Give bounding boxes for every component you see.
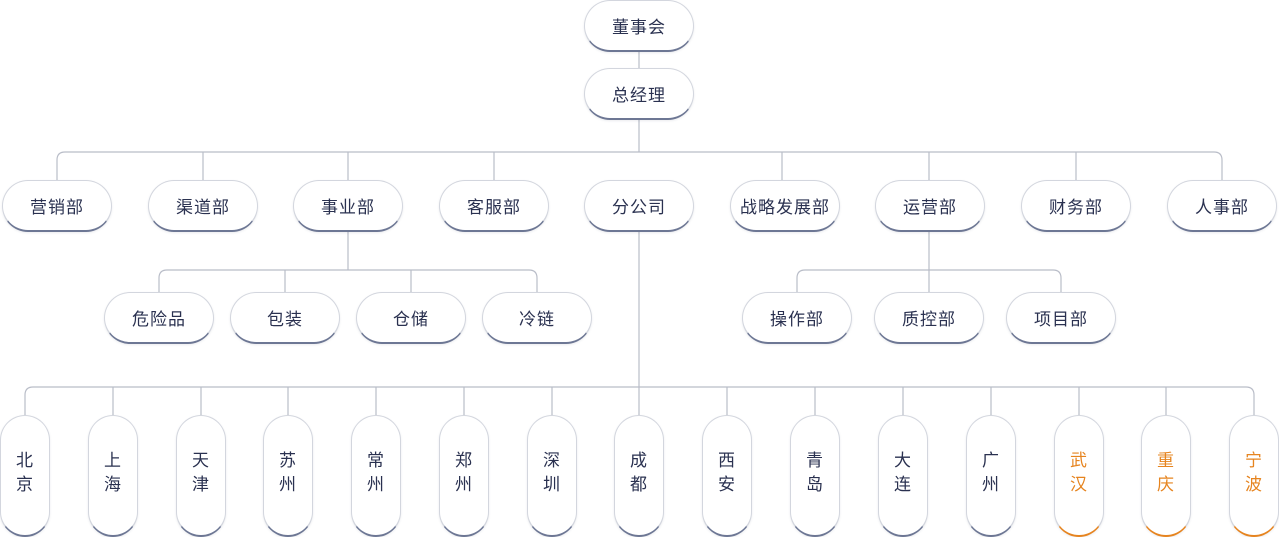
branch-char-1: 重 <box>1157 450 1175 471</box>
branch-guangzhou[interactable]: 广 州 <box>966 415 1016 537</box>
branch-chengdu[interactable]: 成 都 <box>614 415 664 537</box>
branch-char-1: 常 <box>367 450 385 471</box>
dept-finance[interactable]: 财务部 <box>1021 180 1131 232</box>
branch-char-1: 上 <box>104 450 122 471</box>
branch-char-2: 海 <box>104 474 122 495</box>
branch-char-2: 庆 <box>1157 474 1175 495</box>
dept-business[interactable]: 事业部 <box>293 180 403 232</box>
node-board[interactable]: 董事会 <box>584 0 694 52</box>
branch-char-1: 大 <box>894 450 912 471</box>
branch-char-2: 州 <box>279 474 297 495</box>
unit-quality-control[interactable]: 质控部 <box>874 292 984 344</box>
branch-qingdao[interactable]: 青 岛 <box>790 415 840 537</box>
branch-char-1: 深 <box>543 450 561 471</box>
unit-cold-chain[interactable]: 冷链 <box>482 292 592 344</box>
branch-ningbo[interactable]: 宁 波 <box>1229 415 1279 537</box>
branch-suzhou[interactable]: 苏 州 <box>263 415 313 537</box>
unit-operation[interactable]: 操作部 <box>742 292 852 344</box>
branch-char-2: 汉 <box>1070 474 1088 495</box>
dept-customer-service[interactable]: 客服部 <box>439 180 549 232</box>
dept-branches[interactable]: 分公司 <box>584 180 694 232</box>
branch-tianjin[interactable]: 天 津 <box>176 415 226 537</box>
branch-char-1: 西 <box>718 450 736 471</box>
branch-char-1: 成 <box>630 450 648 471</box>
branch-char-1: 广 <box>982 450 1000 471</box>
branch-char-1: 宁 <box>1245 450 1263 471</box>
dept-channels[interactable]: 渠道部 <box>148 180 258 232</box>
dept-strategy[interactable]: 战略发展部 <box>730 180 840 232</box>
branch-char-1: 郑 <box>455 450 473 471</box>
branch-char-1: 天 <box>192 450 210 471</box>
branch-char-1: 苏 <box>279 450 297 471</box>
branch-wuhan[interactable]: 武 汉 <box>1054 415 1104 537</box>
branch-char-2: 连 <box>894 474 912 495</box>
branch-xian[interactable]: 西 安 <box>702 415 752 537</box>
dept-marketing[interactable]: 营销部 <box>2 180 112 232</box>
branch-char-2: 安 <box>718 474 736 495</box>
dept-hr[interactable]: 人事部 <box>1167 180 1277 232</box>
branch-char-1: 北 <box>16 450 34 471</box>
branch-char-2: 津 <box>192 474 210 495</box>
branch-char-1: 武 <box>1070 450 1088 471</box>
unit-hazmat[interactable]: 危险品 <box>104 292 214 344</box>
unit-projects[interactable]: 项目部 <box>1006 292 1116 344</box>
branch-char-1: 青 <box>806 450 824 471</box>
branch-char-2: 都 <box>630 474 648 495</box>
node-general-manager[interactable]: 总经理 <box>584 68 694 120</box>
branch-zhengzhou[interactable]: 郑 州 <box>439 415 489 537</box>
branch-char-2: 州 <box>367 474 385 495</box>
branch-beijing[interactable]: 北 京 <box>0 415 50 537</box>
branch-char-2: 州 <box>455 474 473 495</box>
branch-changzhou[interactable]: 常 州 <box>351 415 401 537</box>
unit-warehousing[interactable]: 仓储 <box>356 292 466 344</box>
branch-char-2: 圳 <box>543 474 561 495</box>
branch-char-2: 京 <box>16 474 34 495</box>
dept-operations[interactable]: 运营部 <box>875 180 985 232</box>
branch-shanghai[interactable]: 上 海 <box>88 415 138 537</box>
branch-dalian[interactable]: 大 连 <box>878 415 928 537</box>
branch-char-2: 岛 <box>806 474 824 495</box>
branch-char-2: 波 <box>1245 474 1263 495</box>
branch-shenzhen[interactable]: 深 圳 <box>527 415 577 537</box>
unit-packaging[interactable]: 包装 <box>230 292 340 344</box>
branch-chongqing[interactable]: 重 庆 <box>1141 415 1191 537</box>
branch-char-2: 州 <box>982 474 1000 495</box>
